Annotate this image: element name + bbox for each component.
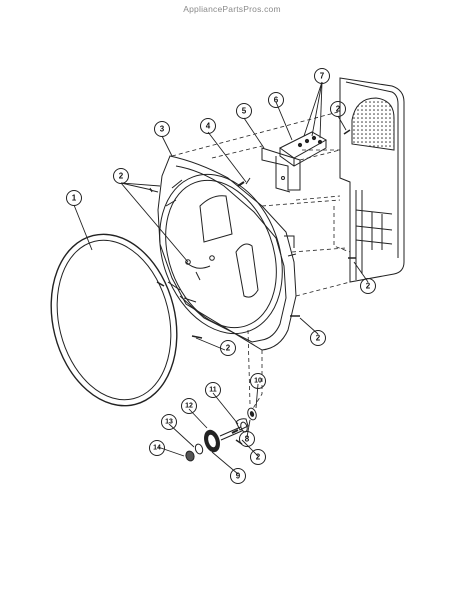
terminal-block bbox=[279, 131, 328, 167]
projection-lines bbox=[171, 111, 351, 411]
callout-1: 1 bbox=[72, 194, 77, 203]
callout-2-left: 2 bbox=[119, 172, 124, 181]
roller-assembly bbox=[185, 407, 257, 462]
watermark-text: AppliancePartsPros.com bbox=[183, 4, 281, 14]
callout-2-roller: 2 bbox=[256, 453, 261, 462]
callout-circles bbox=[66, 68, 376, 484]
callout-6: 6 bbox=[274, 96, 279, 105]
callout-12: 12 bbox=[185, 403, 193, 410]
callout-14: 14 bbox=[153, 445, 161, 452]
callout-2-top-right: 2 bbox=[336, 105, 341, 114]
callout-7: 7 bbox=[320, 72, 325, 81]
leader-lines bbox=[73, 81, 369, 475]
callout-11: 11 bbox=[209, 387, 217, 394]
callout-2-right: 2 bbox=[366, 282, 371, 291]
callout-10: 10 bbox=[254, 378, 262, 385]
mounting-bracket bbox=[261, 147, 301, 193]
callout-2-bottom: 2 bbox=[226, 344, 231, 353]
callout-9: 9 bbox=[236, 472, 241, 481]
screws bbox=[149, 129, 356, 445]
callout-4: 4 bbox=[206, 122, 211, 131]
callout-2-lower-right: 2 bbox=[316, 334, 321, 343]
callout-3: 3 bbox=[160, 125, 165, 134]
callout-13: 13 bbox=[165, 419, 173, 426]
callout-8: 8 bbox=[245, 435, 250, 444]
cabinet-rear-panel bbox=[339, 77, 405, 283]
front-bulkhead bbox=[157, 155, 297, 351]
door-seal bbox=[50, 233, 178, 407]
callout-5: 5 bbox=[242, 107, 247, 116]
